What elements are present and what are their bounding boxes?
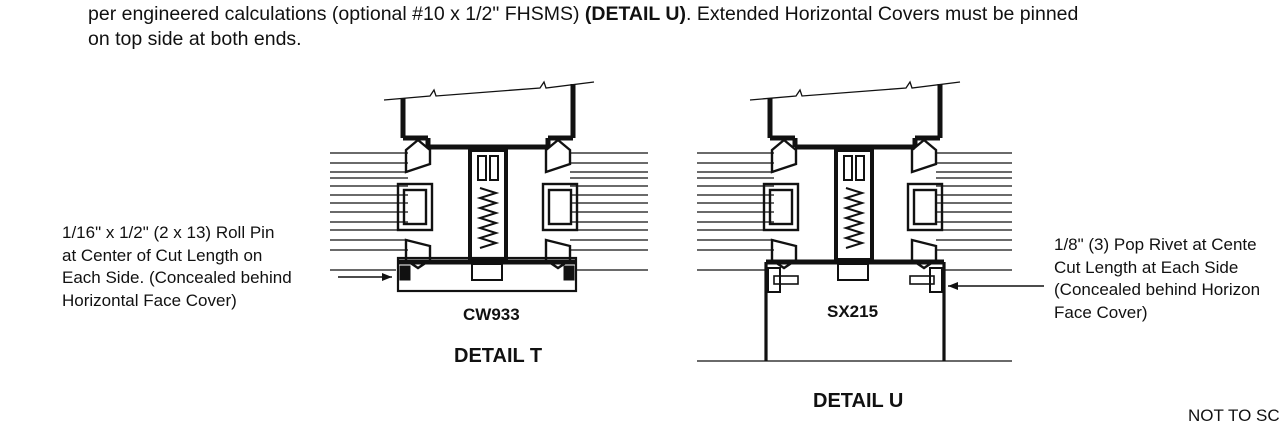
detail-u-break-line [749, 80, 961, 101]
detail-t-mullion-box [400, 84, 576, 150]
detail-u-extended-cover [764, 259, 946, 361]
detail-u-part-number: SX215 [827, 302, 879, 321]
detail-u-reference: (DETAIL U) [584, 3, 686, 25]
intro-line-2: on top side at both ends. [88, 28, 302, 50]
detail-t-drawing [330, 80, 648, 293]
detail-t-glass-stops [396, 138, 579, 270]
roll-pin-callout: 1/16" x 1/2" (2 x 13) Roll Pin at Center… [62, 223, 292, 310]
intro-line-1: per engineered calculations (optional #1… [88, 3, 1079, 25]
detail-t-rail-lines [330, 152, 648, 271]
detail-u-title: DETAIL U [813, 390, 904, 412]
detail-u-mullion-box [767, 84, 943, 150]
detail-t-spring [476, 187, 500, 249]
detail-u-spring [842, 187, 866, 249]
detail-t-break-line [383, 80, 595, 101]
detail-t-part-number: CW933 [463, 305, 520, 324]
pop-rivet-callout: 1/8" (3) Pop Rivet at Cente Cut Length a… [1054, 235, 1261, 322]
detail-t-title: DETAIL T [454, 345, 543, 367]
detail-u-drawing [697, 80, 1044, 362]
intro-text: per engineered calculations (optional #1… [88, 2, 1284, 52]
scale-note: NOT TO SC [1188, 406, 1280, 425]
detail-t-face-cover [396, 256, 578, 293]
detail-u-rail-lines [697, 152, 1012, 362]
